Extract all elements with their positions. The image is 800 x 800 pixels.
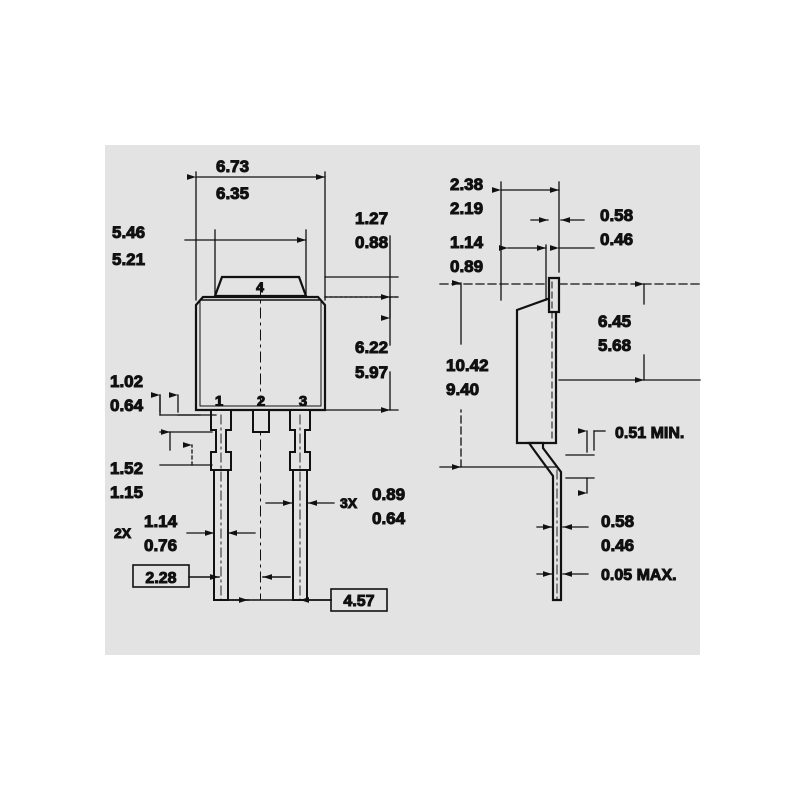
dim-lead-pitch-box [132, 564, 291, 588]
dim-lead-width-qty: 3X [340, 495, 358, 511]
dim-outer-lead-width-max: 1.14 [144, 512, 178, 531]
dim-tab-thickness-max: 2.38 [450, 175, 483, 194]
dim-tab-offset-max: 1.14 [450, 233, 484, 252]
dim-tab-width-min: 5.21 [112, 250, 145, 269]
dim-overall-height-min: 9.40 [446, 380, 479, 399]
dim-standoff-value: 0.51 MIN. [615, 425, 684, 442]
dim-lead-width-max: 0.89 [372, 485, 405, 504]
dim-tab-offset [499, 244, 595, 301]
dim-lead-step-max: 1.52 [110, 459, 143, 478]
dim-body-height [324, 296, 399, 413]
side-view-body-outline [515, 294, 558, 445]
dim-body-width-min: 6.35 [216, 184, 249, 203]
front-view-pin2-label: 2 [257, 393, 265, 410]
dim-coplanarity-value: 0.05 MAX. [601, 567, 677, 584]
dim-body-depth [558, 281, 701, 383]
dim-lead-thickness-min: 0.46 [601, 536, 634, 555]
dim-body-depth-max: 6.45 [598, 312, 631, 331]
dim-outer-lead-qty: 2X [114, 525, 132, 541]
dim-lead-width-min: 0.64 [372, 509, 406, 528]
front-view-lead-centerlines [220, 414, 301, 601]
front-view-pin4-label: 4 [256, 279, 264, 295]
dim-body-width [187, 171, 326, 301]
dim-tab-height-max: 1.27 [355, 209, 388, 228]
dim-tab-tip-width-max: 0.58 [600, 206, 633, 225]
dim-lead-shoulder-min: 0.64 [110, 396, 144, 415]
dim-lead-step [159, 429, 213, 466]
dim-outer-lead-width-min: 0.76 [144, 536, 177, 555]
dim-lead-span-value: 4.57 [343, 593, 374, 610]
front-view-pin1-label: 1 [215, 393, 223, 410]
dim-lead-shoulder-max: 1.02 [110, 372, 143, 391]
dim-tab-thickness-min: 2.19 [450, 199, 483, 218]
dim-body-height-min: 5.97 [355, 363, 388, 382]
dim-tab-thickness [492, 181, 560, 301]
dim-lead-span-box [220, 588, 388, 612]
dim-lead-thickness-max: 0.58 [601, 512, 634, 531]
dim-body-width-max: 6.73 [216, 157, 249, 176]
dim-tab-offset-min: 0.89 [450, 257, 483, 276]
dim-tab-height-min: 0.88 [355, 233, 388, 252]
side-view-bent-lead [526, 441, 563, 602]
dim-lead-shoulder [151, 392, 217, 416]
dim-tab-width-max: 5.46 [112, 223, 145, 242]
front-view-pin3-label: 3 [299, 393, 307, 410]
dim-overall-height [439, 280, 557, 470]
dim-tab-tip-width-min: 0.46 [600, 230, 633, 249]
dim-standoff [565, 428, 606, 496]
dim-body-height-max: 6.22 [355, 338, 388, 357]
dim-lead-pitch-value: 2.28 [145, 570, 176, 587]
dim-body-depth-min: 5.68 [598, 336, 631, 355]
side-view-mounting-tab [547, 276, 561, 439]
dim-lead-step-min: 1.15 [110, 483, 143, 502]
front-view-lead-2-stub [252, 409, 270, 433]
dim-tab-width [184, 229, 307, 296]
dim-overall-height-max: 10.42 [446, 356, 489, 375]
